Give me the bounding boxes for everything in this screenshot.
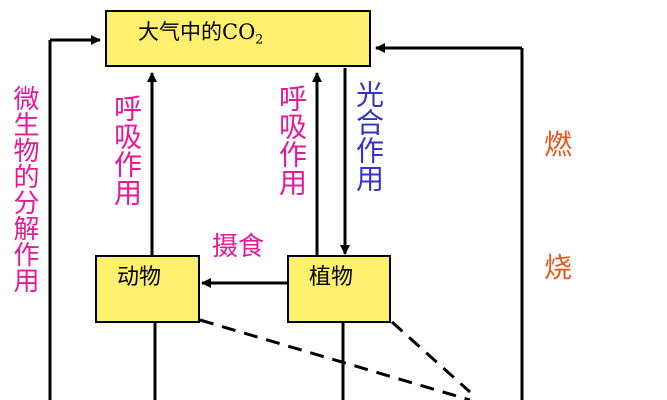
photosynthesis-label: 光合作用 (352, 80, 385, 192)
co2-subscript: 2 (255, 31, 264, 47)
atmosphere-co2-box: 大气中的CO2 (105, 10, 371, 67)
atmosphere-co2-text: 大气中的CO (138, 20, 256, 44)
combustion-label-2: 烧 (544, 251, 573, 284)
animal-respiration-label: 呼吸作用 (110, 94, 143, 206)
microbe-decomposition-label: 微生物的分解作用 (9, 85, 39, 293)
combustion-label-1: 燃 (544, 128, 573, 161)
plant-respiration-label: 呼吸作用 (275, 84, 308, 196)
animals-box: 动物 (95, 255, 200, 323)
feeding-label: 摄食 (212, 232, 265, 262)
plant-dashed-line (390, 320, 472, 394)
animal-dashed-line (199, 318, 471, 400)
animals-label: 动物 (117, 265, 162, 290)
plants-label: 植物 (309, 265, 354, 290)
atmosphere-co2-label: 大气中的CO2 (138, 16, 263, 46)
plants-box: 植物 (287, 255, 391, 323)
